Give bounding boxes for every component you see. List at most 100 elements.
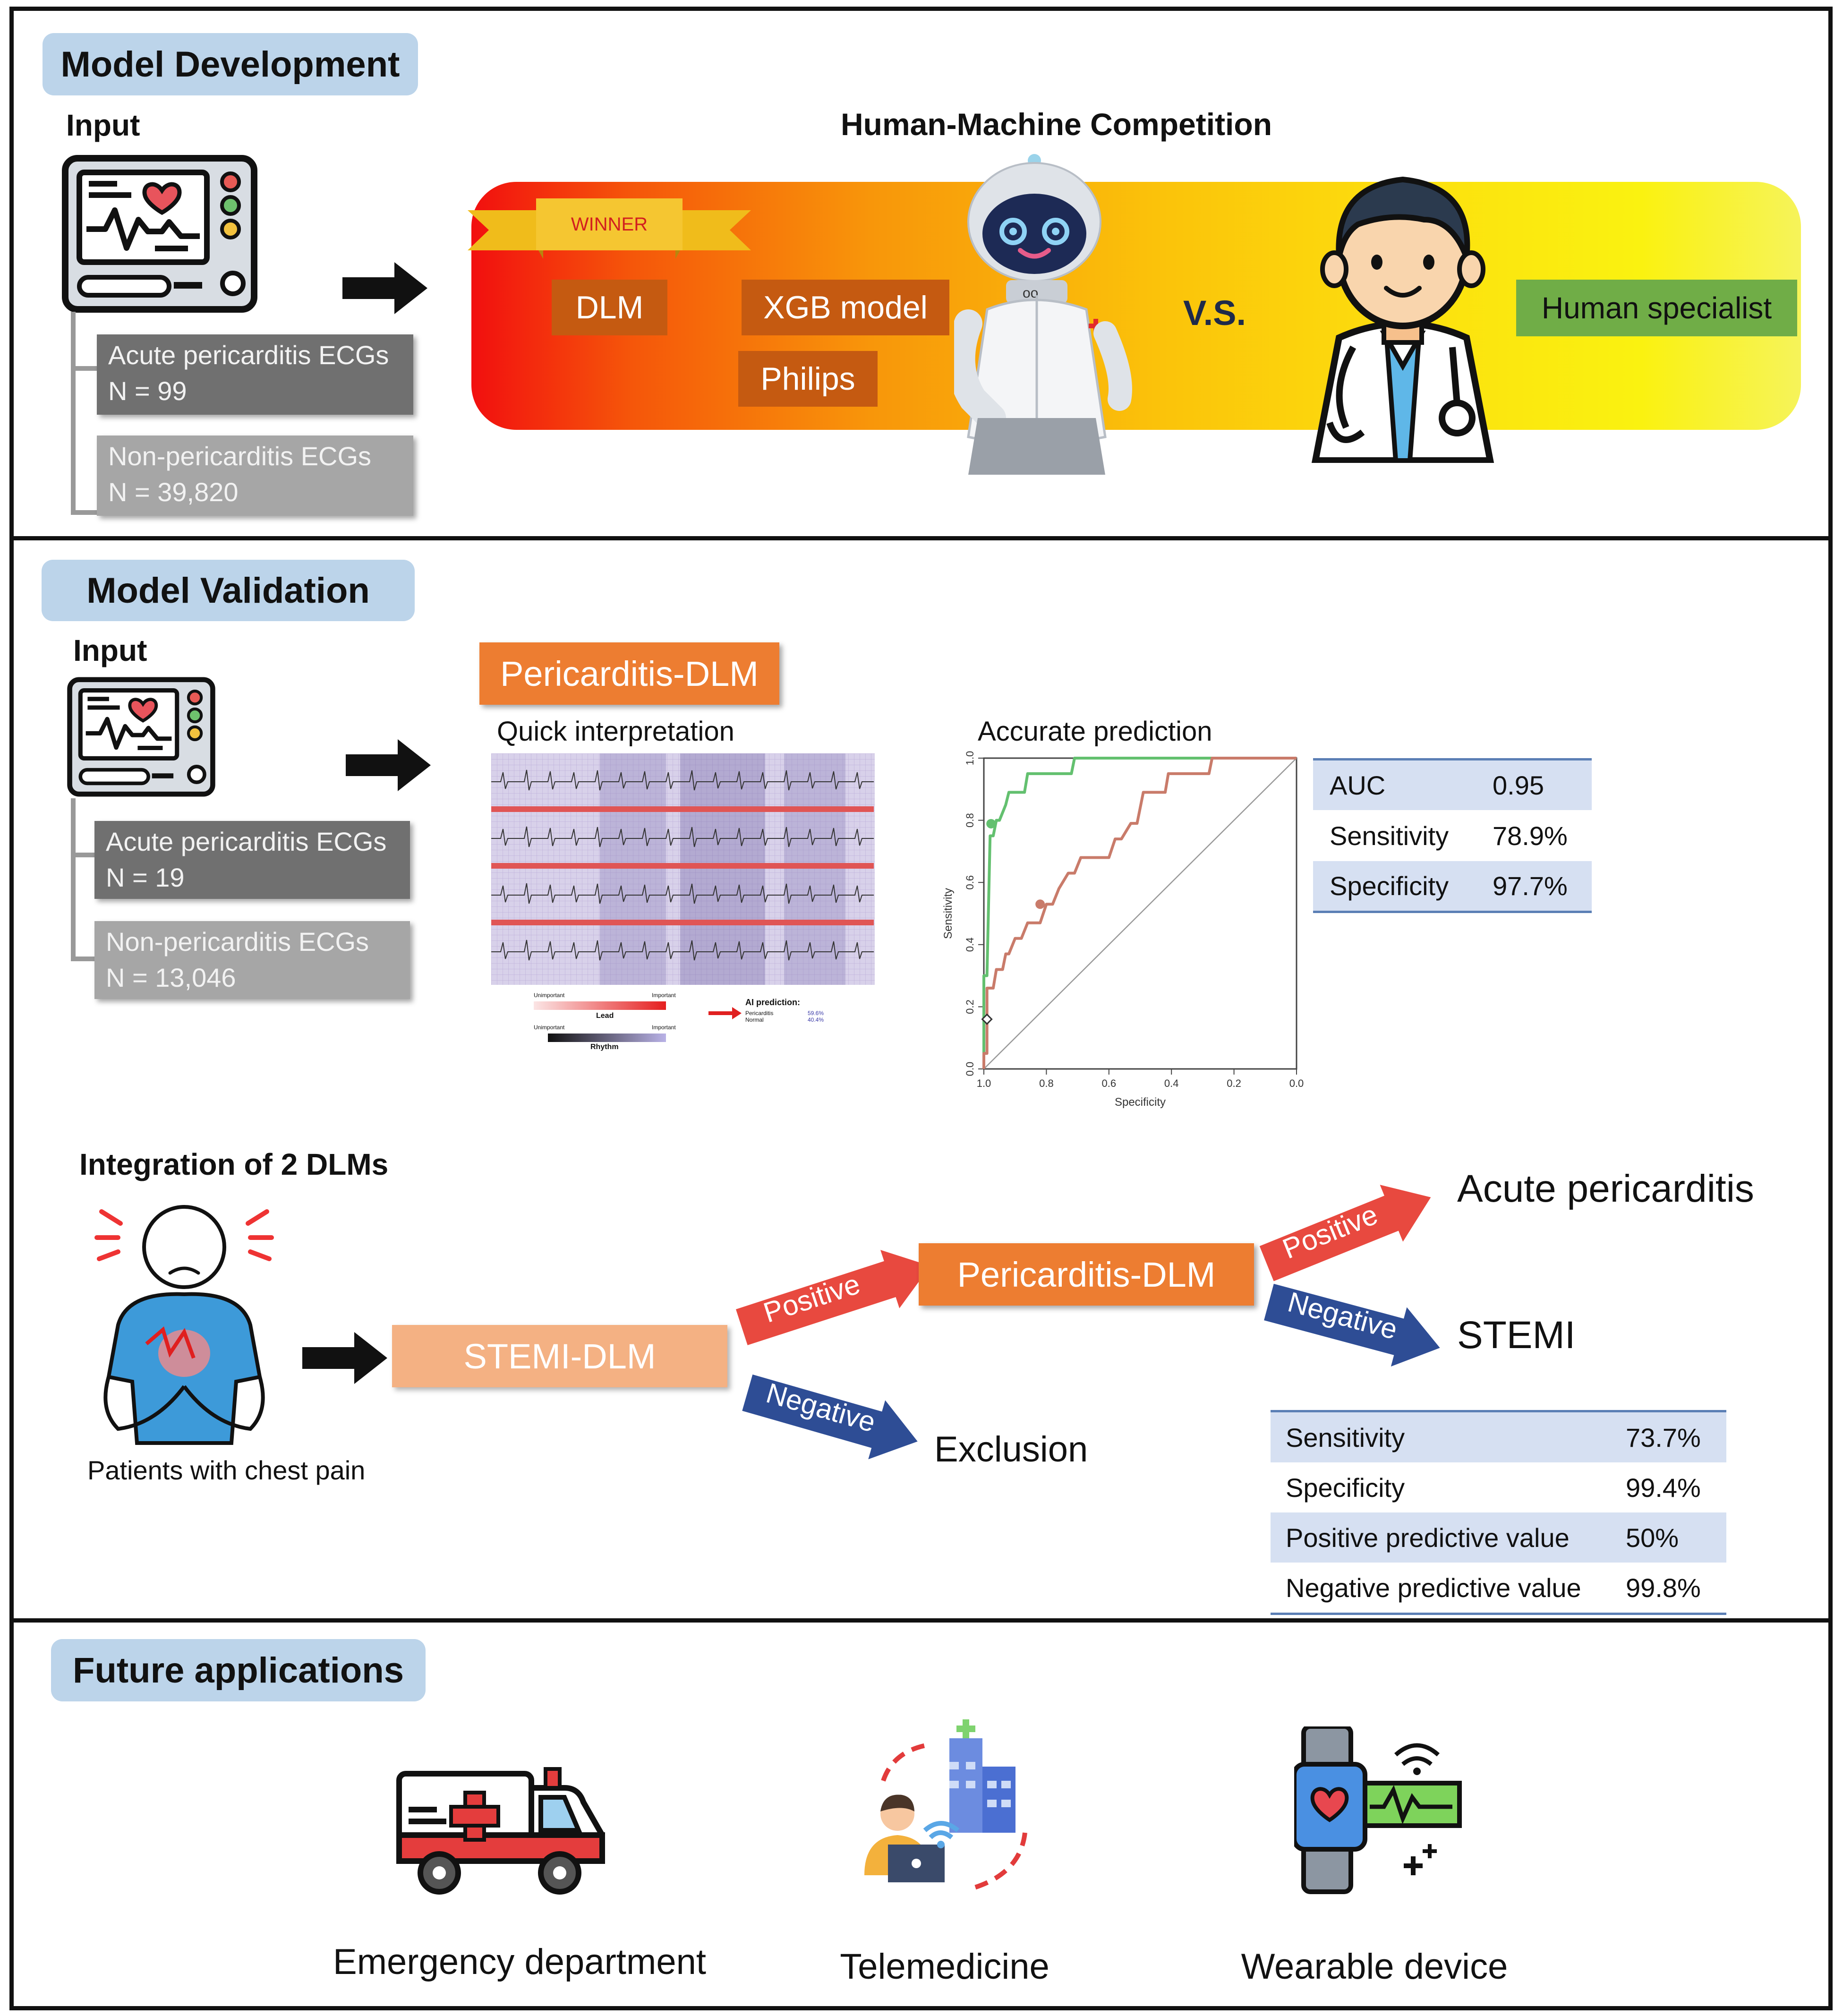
validation-acute-box: Acute pericarditis ECGs N = 19 <box>94 821 410 899</box>
auc-metric-row: Sensitivity 78.9% <box>1313 810 1592 861</box>
legend-lead-label: Lead <box>596 1012 614 1020</box>
accurate-prediction-label: Accurate prediction <box>978 716 1212 747</box>
development-non-box: Non-pericarditis ECGs N = 39,820 <box>97 436 413 516</box>
x-tick-label: 0.8 <box>1039 1077 1054 1089</box>
y-axis-label: Sensitivity <box>942 888 955 939</box>
doctor-icon <box>1311 176 1494 463</box>
xgb-model-label: XGB model <box>742 280 949 335</box>
ai-normal-value: 40.4% <box>808 1017 824 1023</box>
model-validation-title: Model Validation <box>42 560 415 621</box>
metric-name: Sensitivity <box>1330 820 1449 851</box>
integration-metric-row: Positive predictive value 50% <box>1271 1512 1726 1563</box>
auc-metrics-table: AUC 0.95 Sensitivity 78.9% Specificity 9… <box>1313 758 1592 913</box>
ai-prediction-label: AI prediction: <box>745 998 800 1007</box>
validation-acute-line2: N = 19 <box>106 863 185 892</box>
roc-reference-line <box>983 758 1297 1069</box>
development-acute-box: Acute pericarditis ECGs N = 99 <box>97 334 413 415</box>
auc-metric-row: Specificity 97.7% <box>1313 861 1592 911</box>
metric-name: Specificity <box>1330 871 1449 901</box>
ai-pericarditis-value: 59.6% <box>808 1010 824 1017</box>
legend-arrow-icon <box>708 1007 742 1019</box>
development-arrow-icon <box>342 262 427 314</box>
roc-operating-point-1 <box>986 819 996 829</box>
validation-bracket-tick-1 <box>71 853 94 857</box>
legend-unimportant-2: Unimportant <box>534 1024 565 1031</box>
integration-metric-row: Specificity 99.4% <box>1271 1462 1726 1512</box>
roc-curve-series-2 <box>982 757 1297 1069</box>
validation-input-label: Input <box>73 633 147 667</box>
development-acute-line2: N = 99 <box>108 376 187 406</box>
negative-arrow-2: Negative <box>1261 1273 1448 1378</box>
metric-value: 73.7% <box>1626 1422 1701 1452</box>
future-applications-title: Future applications <box>51 1639 426 1701</box>
validation-bracket-tick-2 <box>71 957 94 961</box>
validation-non-box: Non-pericarditis ECGs N = 13,046 <box>94 921 410 999</box>
development-bracket-tick-2 <box>71 510 97 515</box>
y-tick-label: 0.2 <box>964 999 976 1014</box>
development-input-bracket <box>71 312 76 515</box>
validation-acute-line1: Acute pericarditis ECGs <box>106 827 387 856</box>
winner-label: WINNER <box>571 214 648 235</box>
roc-curve-series-1 <box>982 757 1297 1069</box>
legend-rhythm-label: Rhythm <box>590 1043 619 1051</box>
metric-value: 99.8% <box>1626 1572 1701 1603</box>
roc-operating-point-2 <box>1035 899 1045 909</box>
integration-pericarditis-dlm-box: Pericarditis-DLM <box>919 1243 1254 1306</box>
integration-arrow-icon <box>302 1332 387 1384</box>
ecg-heatmap-image <box>491 753 895 985</box>
philips-label: Philips <box>738 351 878 407</box>
y-tick-label: 1.0 <box>964 751 976 765</box>
legend-important-2: Important <box>652 1024 676 1031</box>
x-axis-label: Specificity <box>1115 1096 1166 1109</box>
legend-important-1: Important <box>652 992 676 999</box>
emergency-department-caption: Emergency department <box>333 1942 706 1982</box>
development-input-label: Input <box>66 108 140 142</box>
ecg-monitor-icon <box>62 155 257 313</box>
integration-metric-row: Negative predictive value 99.8% <box>1271 1563 1726 1613</box>
roc-threshold-marker <box>981 1013 993 1025</box>
validation-input-bracket <box>71 798 76 961</box>
auc-metric-row: AUC 0.95 <box>1313 760 1592 810</box>
validation-arrow-icon <box>346 739 431 791</box>
wearable-device-caption: Wearable device <box>1241 1947 1508 1987</box>
stemi-outcome: STEMI <box>1457 1314 1576 1357</box>
integration-metrics-table: Sensitivity 73.7% Specificity 99.4% Posi… <box>1271 1410 1726 1615</box>
competition-title: Human-Machine Competition <box>841 107 1272 142</box>
metric-value: 78.9% <box>1493 820 1568 851</box>
y-tick-label: 0.8 <box>964 813 976 828</box>
x-tick-label: 0.6 <box>1102 1077 1117 1089</box>
negative-arrow-1: Negative <box>739 1363 926 1471</box>
x-tick-label: 0.2 <box>1227 1077 1241 1089</box>
ai-pericarditis-label: Pericarditis <box>745 1010 774 1017</box>
dlm-label: DLM <box>552 280 667 335</box>
metric-name: AUC <box>1330 770 1386 800</box>
ecg-monitor-icon <box>67 677 215 797</box>
stemi-dlm-box: STEMI-DLM <box>392 1325 727 1387</box>
telemedicine-caption: Telemedicine <box>840 1947 1049 1987</box>
exclusion-outcome: Exclusion <box>934 1429 1088 1469</box>
quick-interpretation-label: Quick interpretation <box>497 716 734 747</box>
y-tick-label: 0.4 <box>964 938 976 952</box>
integration-title: Integration of 2 DLMs <box>79 1147 389 1181</box>
metric-name: Specificity <box>1286 1472 1405 1503</box>
development-non-line2: N = 39,820 <box>108 477 239 507</box>
validation-non-line2: N = 13,046 <box>106 963 236 992</box>
development-bracket-tick-1 <box>71 366 97 371</box>
development-non-line1: Non-pericarditis ECGs <box>108 441 372 471</box>
metric-name: Sensitivity <box>1286 1422 1405 1452</box>
chest-pain-patient-icon <box>94 1205 274 1445</box>
legend-unimportant-1: Unimportant <box>534 992 565 999</box>
metric-name: Positive predictive value <box>1286 1522 1570 1553</box>
vs-label: V.S. <box>1183 293 1246 333</box>
ambulance-icon <box>396 1767 605 1895</box>
patients-label: Patients with chest pain <box>87 1455 366 1485</box>
telemedicine-icon <box>864 1719 1027 1892</box>
metric-value: 50% <box>1626 1522 1679 1553</box>
x-tick-label: 0.0 <box>1289 1077 1304 1089</box>
metric-value: 0.95 <box>1493 770 1544 800</box>
x-tick-label: 0.4 <box>1164 1077 1179 1089</box>
x-tick-label: 1.0 <box>977 1077 991 1089</box>
metric-value: 99.4% <box>1626 1472 1701 1503</box>
human-specialist-label: Human specialist <box>1516 280 1797 336</box>
